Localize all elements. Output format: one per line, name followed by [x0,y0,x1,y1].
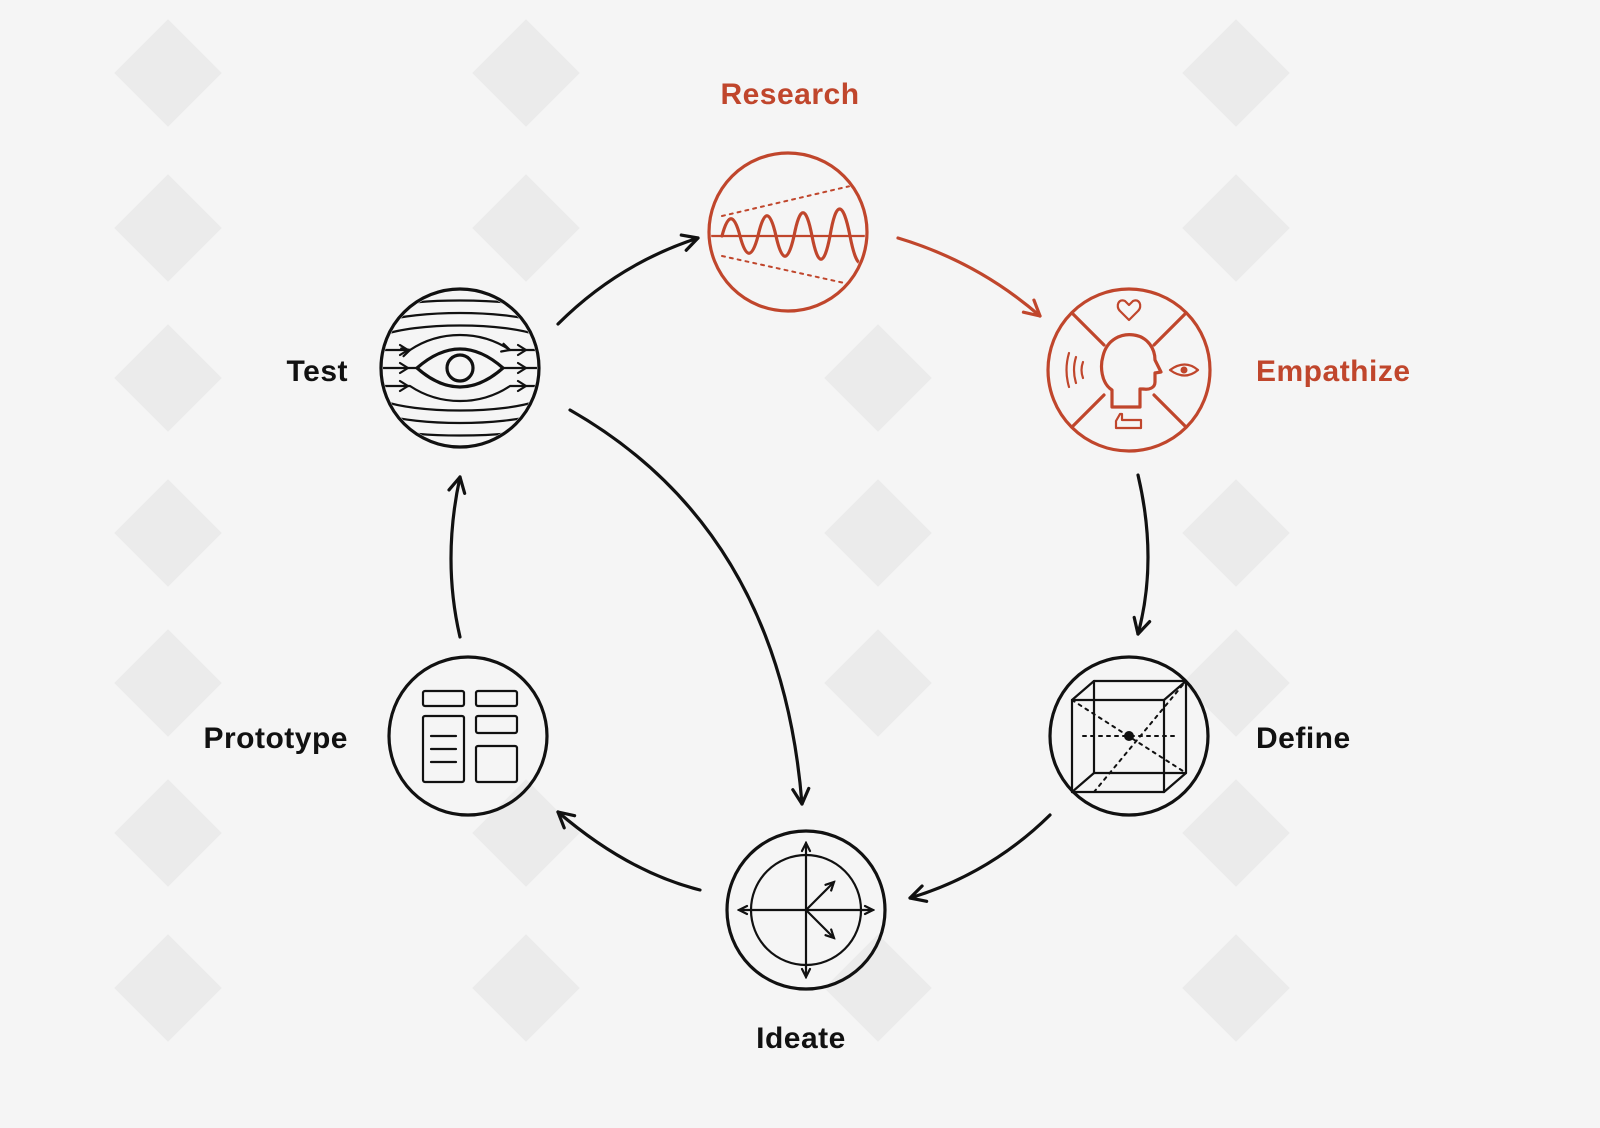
stage-ideate: Ideate [725,829,887,1055]
arrow-research-to-empathize [896,236,1042,318]
watermark-pattern [114,19,1290,1042]
define-label: Define [1256,722,1351,755]
research-label: Research [720,78,859,111]
empathize-label: Empathize [1256,355,1411,388]
stage-test: Test [287,287,541,449]
arrow-ideate-to-prototype [556,810,702,892]
cube-icon [1048,655,1210,817]
arrow-define-to-ideate [908,813,1052,903]
head-senses-icon [1046,287,1212,453]
stage-prototype: Prototype [203,655,549,817]
ideate-label: Ideate [756,1022,846,1055]
test-label: Test [287,355,348,388]
arrow-test-to-ideate [568,408,811,806]
stage-define: Define [1048,655,1351,817]
stage-research: Research [707,78,869,313]
stage-empathize: Empathize [1046,287,1411,453]
waveform-icon [707,151,869,313]
arrow-prototype-to-test [447,475,467,639]
arrow-test-to-research [556,233,700,326]
eye-flow-icon [379,287,541,449]
arrow-empathize-to-define [1132,473,1152,636]
layout-grid-icon [387,655,549,817]
prototype-label: Prototype [203,722,348,755]
compass-arrows-icon [725,829,887,991]
